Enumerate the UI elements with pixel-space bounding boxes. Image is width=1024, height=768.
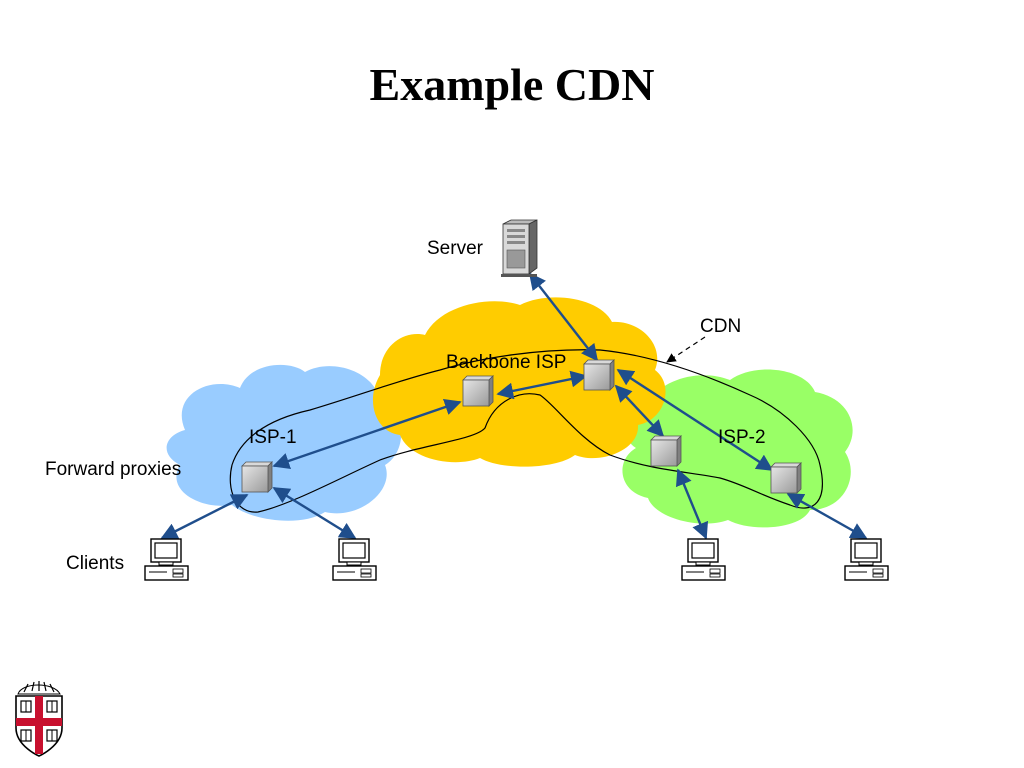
proxy-client1-link: [160, 493, 249, 540]
backbone-cloud: [372, 297, 666, 467]
isp1-backbone-link: [272, 398, 462, 470]
backbone-isp2b-link: [616, 368, 774, 472]
connection-arrows: [160, 272, 868, 540]
forward-proxies-label: Forward proxies: [45, 459, 181, 480]
server-icon: [501, 219, 538, 277]
isp2a-client3-link: [675, 468, 709, 540]
university-shield-logo: [15, 681, 63, 757]
client-computer-3: [681, 538, 726, 581]
proxy-client2-link: [272, 486, 357, 540]
isp2-cache-box-1: [650, 435, 682, 467]
forward-proxy-box: [241, 461, 273, 493]
slide-title: Example CDN: [369, 59, 655, 110]
isp1-label: ISP-1: [249, 427, 297, 448]
isp2-label: ISP-2: [718, 427, 766, 448]
backbone-internal-link: [496, 370, 588, 400]
client-computer-4: [844, 538, 889, 581]
clients-label: Clients: [66, 553, 124, 574]
client-computer-1: [144, 538, 189, 581]
server-label: Server: [427, 238, 484, 259]
backbone-label: Backbone ISP: [446, 352, 566, 373]
server-backbone-link: [528, 272, 599, 362]
cdn-pointer: [666, 336, 706, 363]
isp2b-client4-link: [786, 492, 868, 540]
isp2-cache-box-2: [770, 462, 802, 494]
backbone-cache-box-1: [462, 375, 494, 407]
backbone-cache-box-2: [583, 359, 615, 391]
cdn-label: CDN: [700, 316, 741, 337]
client-computer-2: [332, 538, 377, 581]
